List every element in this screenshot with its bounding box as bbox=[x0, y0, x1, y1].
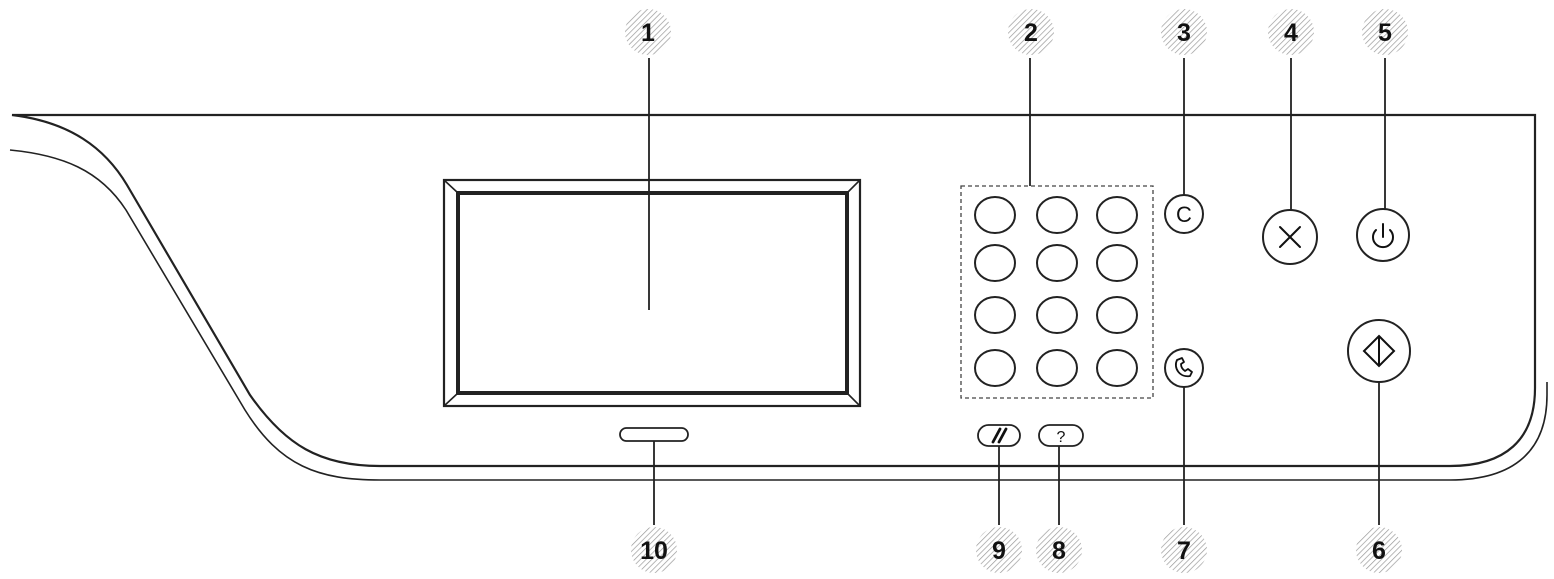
callout-2: 2 bbox=[1008, 9, 1054, 55]
keypad-key-11[interactable] bbox=[1036, 349, 1078, 387]
callout-5: 5 bbox=[1362, 9, 1408, 55]
power-icon bbox=[1372, 223, 1394, 249]
keypad-key-7[interactable] bbox=[974, 296, 1016, 334]
keypad-key-4[interactable] bbox=[974, 244, 1016, 282]
panel-body bbox=[9, 113, 1548, 481]
keypad-key-10[interactable] bbox=[974, 349, 1016, 387]
leader-lines bbox=[648, 58, 1386, 525]
x-icon bbox=[1279, 226, 1301, 248]
callout-8: 8 bbox=[1036, 527, 1082, 573]
keypad-key-8[interactable] bbox=[1036, 296, 1078, 334]
keypad-key-6[interactable] bbox=[1096, 244, 1138, 282]
callout-9: 9 bbox=[976, 527, 1022, 573]
start-button[interactable] bbox=[1347, 319, 1411, 383]
dial-button[interactable] bbox=[1164, 348, 1204, 388]
power-button[interactable] bbox=[1356, 208, 1410, 262]
question-mark-icon: ? bbox=[1057, 429, 1066, 446]
svg-text:2: 2 bbox=[1024, 19, 1038, 47]
callout-1: 1 bbox=[625, 9, 671, 55]
keypad-key-9[interactable] bbox=[1096, 296, 1138, 334]
diamond-start-icon bbox=[1362, 334, 1396, 368]
status-led bbox=[619, 427, 689, 442]
callout-10: 10 bbox=[631, 527, 677, 573]
keypad-key-1[interactable] bbox=[974, 196, 1016, 234]
reset-slash-icon bbox=[991, 427, 1008, 444]
callout-3: 3 bbox=[1161, 9, 1207, 55]
numeric-keypad bbox=[960, 185, 1154, 399]
callout-4: 4 bbox=[1268, 9, 1314, 55]
phone-handset-icon bbox=[1175, 357, 1193, 378]
keypad-key-12[interactable] bbox=[1096, 349, 1138, 387]
keypad-key-2[interactable] bbox=[1036, 196, 1078, 234]
keypad-key-3[interactable] bbox=[1096, 196, 1138, 234]
reset-button[interactable] bbox=[977, 424, 1021, 447]
callout-7: 7 bbox=[1161, 527, 1207, 573]
touch-screen[interactable] bbox=[442, 178, 862, 408]
clear-button[interactable]: C bbox=[1164, 194, 1204, 234]
clear-c-icon: C bbox=[1176, 202, 1192, 227]
svg-text:4: 4 bbox=[1284, 19, 1298, 47]
stop-button[interactable] bbox=[1262, 209, 1318, 265]
svg-text:5: 5 bbox=[1378, 19, 1392, 47]
svg-text:10: 10 bbox=[640, 537, 668, 565]
svg-text:7: 7 bbox=[1177, 537, 1191, 565]
svg-text:9: 9 bbox=[992, 537, 1006, 565]
svg-text:1: 1 bbox=[641, 19, 655, 47]
svg-text:8: 8 bbox=[1052, 537, 1066, 565]
callout-6: 6 bbox=[1356, 527, 1402, 573]
svg-text:6: 6 bbox=[1372, 537, 1386, 565]
svg-text:3: 3 bbox=[1177, 19, 1191, 47]
help-button[interactable]: ? bbox=[1038, 424, 1084, 447]
keypad-key-5[interactable] bbox=[1036, 244, 1078, 282]
